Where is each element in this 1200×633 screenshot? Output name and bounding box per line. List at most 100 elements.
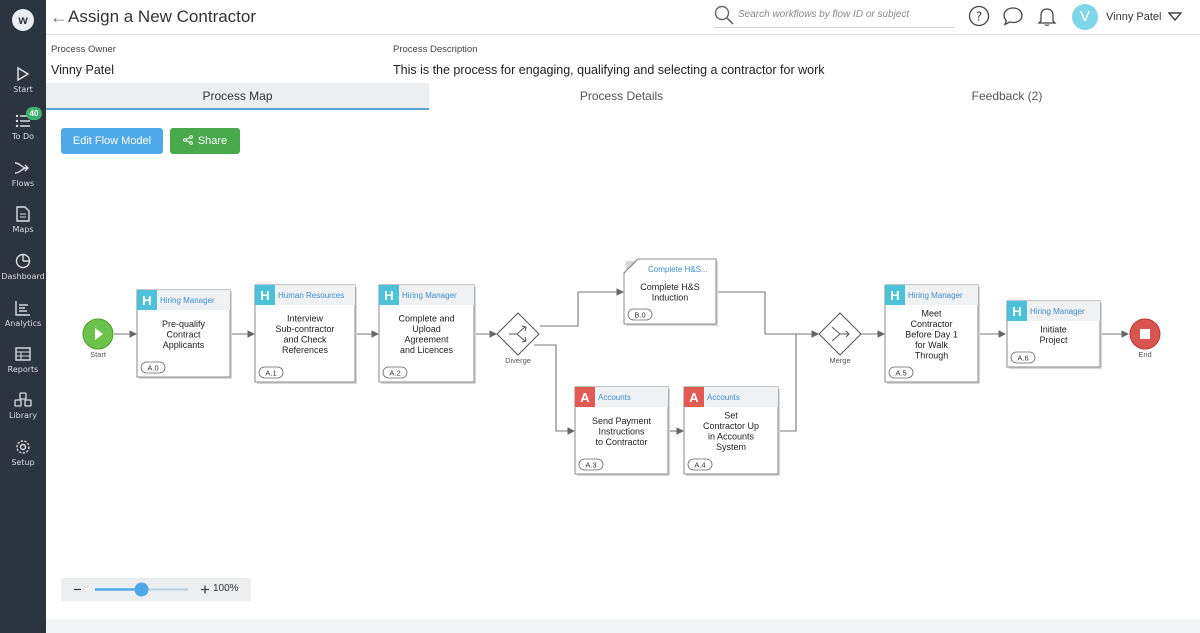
- role-letter-badge: [684, 387, 704, 407]
- process-step-A-1[interactable]: H Human ResourcesInterviewSub-contractora…: [254, 284, 357, 384]
- step-id: A.1: [265, 369, 276, 378]
- chevron-down-icon[interactable]: [1168, 12, 1182, 22]
- help-icon[interactable]: ?: [968, 5, 990, 27]
- role-letter: A: [689, 390, 699, 405]
- step-title: Set: [724, 411, 738, 421]
- step-title: to Contractor: [595, 437, 647, 447]
- sidebar-item-start[interactable]: Start: [0, 66, 46, 94]
- step-id: A.2: [389, 369, 400, 378]
- page-title: Assign a New Contractor: [68, 7, 257, 26]
- step-title: and Check: [283, 335, 327, 345]
- step-role: Hiring Manager: [908, 291, 963, 300]
- bar-chart-icon: [15, 301, 30, 316]
- step-id-badge: [1010, 351, 1036, 364]
- sidebar-item-label: Setup: [11, 458, 35, 467]
- tab-process-details[interactable]: Process Details: [579, 89, 664, 103]
- zoom-slider-handle[interactable]: [134, 582, 149, 597]
- step-id: A.0: [147, 364, 158, 373]
- sidebar-item-setup[interactable]: Setup: [0, 439, 46, 467]
- step-title: Sub-contractor: [275, 324, 334, 334]
- step-id: A.5: [895, 369, 906, 378]
- step-title: Complete H&S: [640, 282, 700, 292]
- sidebar-item-reports[interactable]: Reports: [0, 346, 46, 374]
- svg-text:?: ?: [976, 10, 982, 24]
- step-title: Through: [915, 350, 949, 360]
- sidebar-item-maps[interactable]: Maps: [0, 206, 46, 234]
- end-label: End: [1138, 350, 1151, 359]
- role-letter-badge: [137, 290, 157, 310]
- connector-lines: [114, 288, 1130, 435]
- end-event[interactable]: [1129, 318, 1161, 350]
- avatar[interactable]: V: [1072, 4, 1098, 30]
- sidebar-item-label: Reports: [7, 365, 39, 374]
- step-title: Instructions: [598, 426, 645, 436]
- tab-bar: Process Map Process Details Feedback (2): [46, 83, 1200, 110]
- sidebar-item-analytics[interactable]: Analytics: [0, 300, 46, 328]
- step-id-badge: [382, 366, 408, 379]
- diverge-gateway[interactable]: [496, 312, 540, 356]
- step-title: Before Day 1: [905, 329, 958, 339]
- process-owner-label: Process Owner: [51, 44, 116, 55]
- role-letter: H: [890, 288, 899, 303]
- zoom-control: 100%: [61, 578, 251, 601]
- sidebar-item-library[interactable]: Library: [0, 392, 46, 420]
- sidebar-item-label: Start: [13, 85, 33, 94]
- cubes-icon: [14, 392, 32, 407]
- role-letter-badge: [885, 285, 905, 305]
- role-letter-badge: [255, 285, 275, 305]
- step-id: A.3: [585, 461, 596, 470]
- role-letter: H: [142, 293, 151, 308]
- edit-flow-model-button[interactable]: Edit Flow Model: [61, 128, 163, 154]
- todo-count-badge: 40: [26, 107, 42, 120]
- footer-bar: [46, 619, 1200, 633]
- start-event[interactable]: [82, 318, 114, 350]
- step-title: Initiate: [1040, 325, 1067, 335]
- gear-icon: [16, 440, 30, 454]
- step-title: Interview: [287, 314, 324, 324]
- role-letter-badge: [1007, 301, 1027, 321]
- tab-feedback[interactable]: Feedback (2): [971, 89, 1043, 103]
- step-role: Accounts: [598, 393, 631, 402]
- role-letter: A: [580, 390, 590, 405]
- step-title: Project: [1039, 335, 1068, 345]
- role-letter: H: [260, 288, 269, 303]
- sidebar-item-todo[interactable]: 40 To Do: [0, 107, 46, 141]
- logo-icon[interactable]: w: [12, 9, 34, 31]
- step-id: B.0: [634, 311, 645, 320]
- step-title: Meet: [921, 308, 942, 318]
- step-title: Induction: [652, 293, 689, 303]
- back-arrow-icon[interactable]: ←: [50, 7, 68, 27]
- search-input[interactable]: Search workflows by flow ID or subject: [714, 4, 954, 28]
- step-title: Upload: [412, 324, 441, 334]
- share-button-label: Share: [197, 135, 228, 147]
- step-title: Send Payment: [592, 416, 652, 426]
- user-name[interactable]: Vinny Patel: [1106, 11, 1162, 23]
- chat-icon[interactable]: [1002, 5, 1024, 27]
- step-role: Human Resources: [278, 291, 344, 300]
- step-title: System: [716, 442, 746, 452]
- step-role: Accounts: [707, 393, 740, 402]
- sidebar-item-flows[interactable]: Flows: [0, 160, 46, 188]
- merge-gateway[interactable]: [818, 312, 862, 356]
- share-icon: [182, 135, 193, 145]
- role-letter: H: [384, 288, 393, 303]
- share-button[interactable]: Share: [170, 128, 240, 154]
- step-title: in Accounts: [708, 432, 755, 442]
- tab-process-map[interactable]: Process Map: [46, 83, 429, 110]
- merge-label: Merge: [829, 356, 850, 365]
- step-title: Contractor: [910, 319, 952, 329]
- step-role: Complete H&S...: [648, 265, 708, 274]
- role-letter-badge: [379, 285, 399, 305]
- step-title: Complete and: [398, 314, 454, 324]
- bell-icon[interactable]: [1036, 5, 1058, 27]
- zoom-in-button[interactable]: [201, 585, 209, 594]
- sidebar-item-dashboard[interactable]: Dashboard: [0, 253, 46, 281]
